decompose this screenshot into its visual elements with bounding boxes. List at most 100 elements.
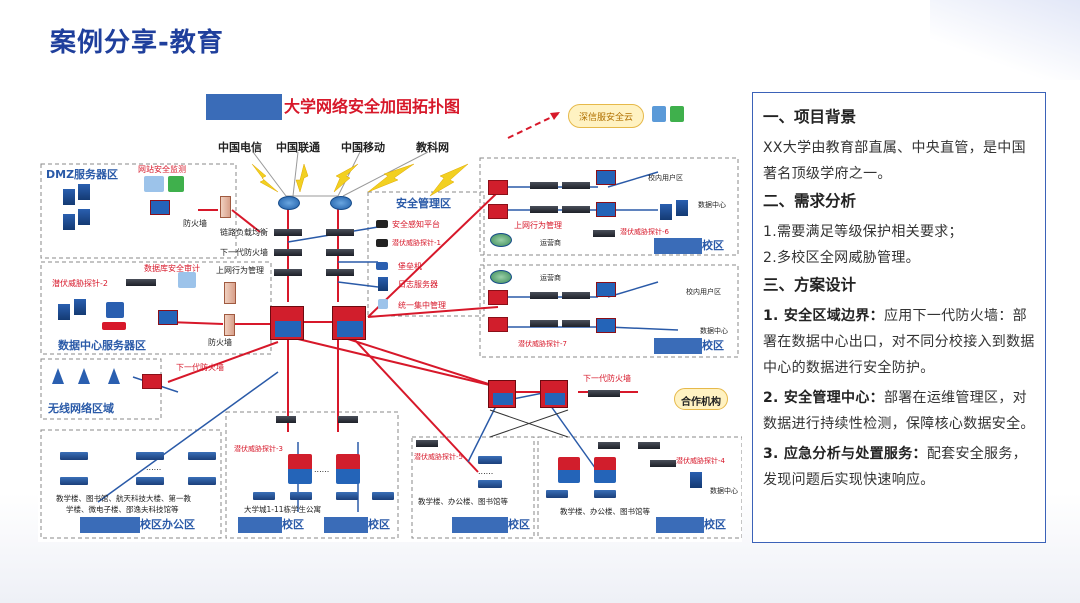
switch-icon [60,452,88,460]
design-item-3: 3. 应急分析与处置服务：配套安全服务，发现问题后实现快速响应。 [763,441,1035,493]
dots-2: ...... [314,465,330,474]
zone-datacenter: 数据中心服务器区 [58,339,146,352]
label-unified-mgmt: 统一集中管理 [398,301,446,310]
appliance-icon [588,390,620,397]
zone-dmz: DMZ服务器区 [46,168,119,181]
cloud-label: 深信服安全云 [578,113,633,123]
shield-icon [670,106,684,122]
switch-icon [253,492,275,500]
switch-icon [546,490,568,498]
zone-campus-6: 校区 [704,518,726,531]
label-data-center-2: 数据中心 [700,327,728,335]
label-db-audit: 数据库安全审计 [144,264,200,273]
label-probe-7: 潜伏威胁探针-7 [518,340,567,348]
switch-icon [60,477,88,485]
redaction-block [80,517,140,533]
switch-icon [596,318,616,333]
label-operator: 运营商 [540,239,561,247]
appliance-icon [598,442,620,449]
isp-cernet: 教科网 [416,141,449,154]
switch-icon [488,317,508,332]
appliance-icon [126,279,156,286]
monitor-icon [652,106,666,122]
appliance-icon [562,292,590,299]
design-item-1-text: 应用下一代防火墙：部署在数据中心出口，对不同分校接入到数据中心的数据进行安全防护… [763,308,1035,376]
label-ngfw: 下一代防火墙 [220,248,268,257]
firewall-icon [220,196,231,218]
appliance-icon [650,460,676,467]
requirement-item-2: 2.多校区全网威胁管理。 [763,250,920,266]
design-item-2-text: 部署在运维管理区，对数据进行持续性检测，保障核心数据安全。 [763,390,1035,432]
redaction-block [206,94,282,120]
switch-icon [488,290,508,305]
redaction-block [452,517,508,533]
slide-title: 案例分享-教育 [50,28,224,58]
switch-icon [488,204,508,219]
switch-icon [136,452,164,460]
redaction-block [238,517,282,533]
zone-campus-office: 校区办公区 [140,518,195,531]
label-dorm: 大学城1-11栋学生公寓 [244,505,322,514]
switch-icon [596,282,616,297]
label-probe-6: 潜伏威胁探针-6 [620,228,669,236]
label-data-center-3: 数据中心 [710,487,738,495]
design-item-3-head: 3. 应急分析与处置服务： [763,446,927,462]
partner-cloud: 合作机构 [674,388,728,410]
label-probe-4: 潜伏威胁探针-4 [676,457,725,465]
waf-icon [102,322,126,330]
section-title-design: 三、方案设计 [763,276,857,294]
zone-campus-2: 校区 [702,339,724,352]
appliance-icon [530,206,558,213]
server-icon [378,277,388,291]
label-campus-users-2: 校内用户区 [686,288,721,296]
switch-icon [488,180,508,195]
topology-diagram: 大学网络安全加固拓扑图 深信服安全云 中国电信 中国联通 中国移动 教科网 DM… [38,92,742,542]
switch-icon [596,170,616,185]
appliance-icon [562,206,590,213]
appliance-icon [326,249,354,256]
label-operator-2: 运营商 [540,274,561,282]
zone-campus-1: 校区 [702,239,724,252]
switch-icon [594,490,616,498]
zone-partner: 合作机构 [681,397,721,408]
switch-icon [158,310,178,325]
appliance-icon [376,220,388,228]
monitor-icon [378,299,388,309]
design-item-2: 2. 安全管理中心：部署在运维管理区，对数据进行持续性检测，保障核心数据安全。 [763,385,1035,437]
isp-mobile: 中国移动 [341,141,385,154]
label-fw-dc: 防火墙 [208,338,232,347]
zone-campus-5: 校区 [508,518,530,531]
shield-icon [168,176,184,192]
background-text: XX大学由教育部直属、中央直管，是中国著名顶级学府之一。 [763,140,1026,182]
design-item-1-head: 1. 安全区域边界： [763,308,884,324]
switch-icon [188,477,216,485]
zone-campus-3: 校区 [282,518,304,531]
label-link-lb: 链路负载均衡 [220,228,268,237]
server-icon [690,472,702,488]
security-cloud: 深信服安全云 [568,104,644,128]
core-switch-icon [270,306,304,340]
design-item-3-text: 配套安全服务，发现问题后实现快速响应。 [763,446,1027,488]
router-icon [330,196,352,210]
appliance-icon [276,416,296,423]
switch-icon [478,456,502,464]
core-switch-icon [336,454,360,484]
label-probe-3: 潜伏威胁探针-3 [234,445,283,453]
appliance-icon [326,269,354,276]
switch-icon [136,477,164,485]
server-icon [74,299,86,315]
label-campus-users: 校内用户区 [648,174,683,182]
diagram-title: 大学网络安全加固拓扑图 [284,97,461,116]
appliance-icon [562,182,590,189]
agg-switch-icon [540,380,568,408]
label-log-server: 日志服务器 [398,280,438,289]
server-icon [63,214,75,230]
label-probe-1: 潜伏威胁探针-1 [392,239,441,247]
switch-icon [150,200,170,215]
server-icon [63,189,75,205]
label-teach-bldg-c: 教学楼、办公楼、图书馆等 [418,497,508,506]
router-icon [490,233,512,247]
section-title-requirements: 二、需求分析 [763,192,857,210]
appliance-icon [274,269,302,276]
corner-decoration [930,0,1080,80]
